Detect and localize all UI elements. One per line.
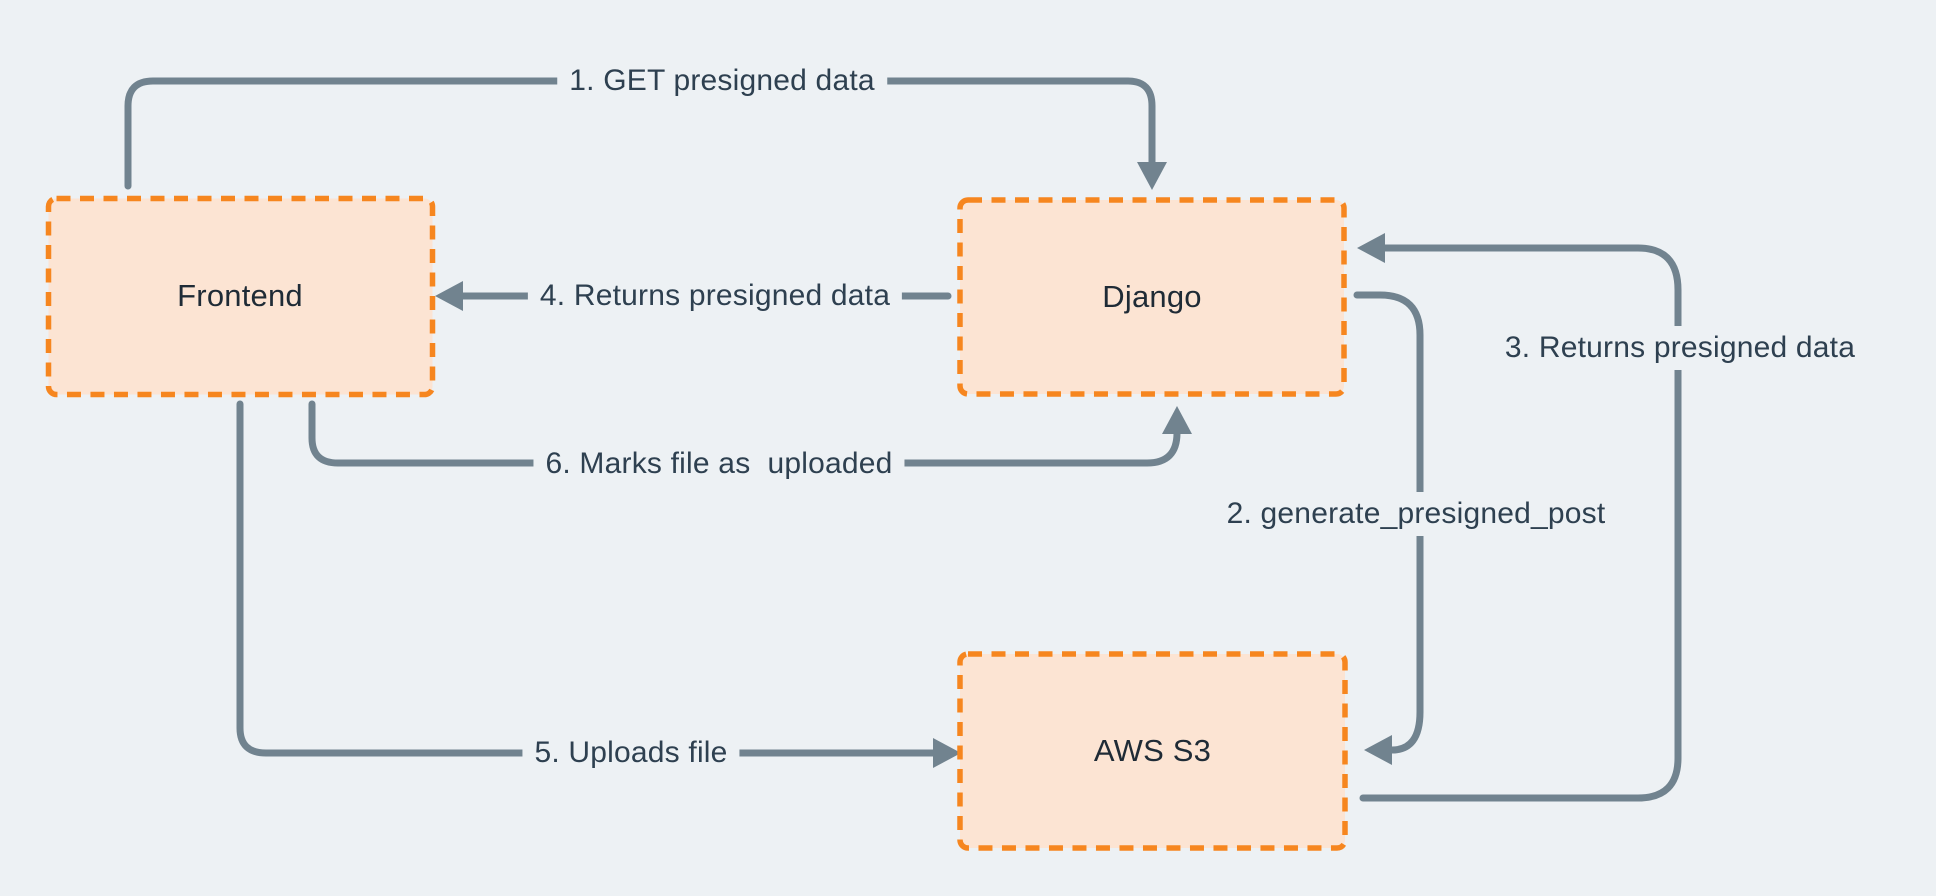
arrow-1-path bbox=[124, 77, 1156, 190]
django-node-box bbox=[957, 197, 1347, 397]
arrow-3-arrowhead-icon bbox=[1357, 233, 1385, 263]
arrow-1-arrowhead-icon bbox=[1137, 162, 1167, 190]
arrow-5-path bbox=[236, 400, 938, 757]
arrow-6-arrowhead-icon bbox=[1162, 406, 1192, 434]
frontend-node-box bbox=[45, 195, 436, 398]
arrow-3-path bbox=[1359, 244, 1682, 802]
arrow-2-path bbox=[1353, 291, 1424, 754]
arrow-4-arrowhead-icon bbox=[435, 281, 463, 311]
arrow-6-path bbox=[308, 400, 1181, 467]
arrow-5-arrowhead-icon bbox=[933, 738, 961, 768]
arrow-2-arrowhead-icon bbox=[1364, 735, 1392, 765]
aws-s3-node-box bbox=[957, 651, 1348, 851]
